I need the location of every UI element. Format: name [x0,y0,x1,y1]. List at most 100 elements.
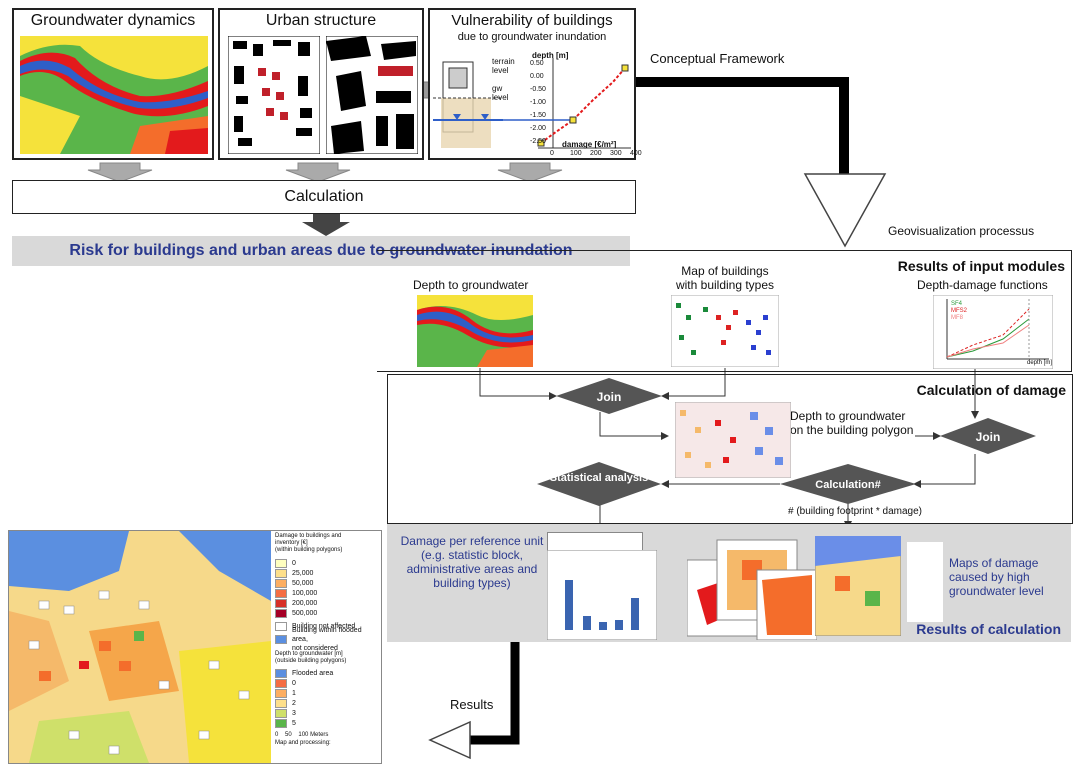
vuln-x-tick: 100 [570,150,582,157]
gw-level-label: gw level [492,84,509,102]
framework-label: Conceptual Framework [650,51,785,66]
flooded-row: Building within flooded area,not conside… [275,627,379,652]
ref-unit-line-3: administrative areas and [406,562,538,576]
polygon-label-1: Depth to groundwater [790,409,906,423]
damage-class-row: 200,000 [275,598,379,608]
urban-panel: Urban structure [218,8,424,160]
depth-class-swatch [275,678,287,688]
damage-class-swatch [275,588,287,598]
damage-legend-title: Damage to buildings and inventory [€] (w… [275,533,379,554]
damage-class-label: 50,000 [292,579,314,587]
damage-legend-title-1: Damage to buildings and [275,533,342,539]
final-map-image [9,531,271,763]
statistical-analysis: Statistical analysis [549,472,649,484]
terrain-level-label: terrain level [492,57,515,75]
fn-legend-1: SF4 [951,301,963,307]
scale-bar: 0 50 100 Meters [275,732,379,738]
depth-class-swatch [275,718,287,728]
damage-class-swatch [275,598,287,608]
final-map-legend-thumb [907,542,943,622]
maps-line-3: groundwater level [949,584,1044,598]
geovis-label: Geovisualization processus [888,224,1035,238]
risk-banner-text: Risk for buildings and urban areas due t… [69,242,573,259]
depth-class-label: 0 [292,679,296,687]
functions-label: Depth-damage functions [917,278,1048,292]
groundwater-title: Groundwater dynamics [30,12,196,29]
depth-class-swatch [275,698,287,708]
vuln-y-tick: -1.50 [530,112,546,119]
damage-class-row: 100,000 [275,588,379,598]
depth-class-label: 3 [292,709,296,717]
final-map-legend: Damage to buildings and inventory [€] (w… [275,533,379,746]
vuln-y-tick: 0.00 [530,73,544,80]
vulnerability-subtitle: due to groundwater inundation [457,31,607,43]
depth-axis-label: depth [m] [532,51,569,60]
gray-down-arrows [87,162,563,183]
scale-100: 100 [298,732,309,738]
depth-legend-title-1: Depth to groundwater [m] [275,651,343,657]
depth-class-row: Flooded area [275,668,379,678]
damage-class-swatch [275,578,287,588]
damage-class-row: 25,000 [275,568,379,578]
flooded-swatch [275,634,287,644]
damage-class-row: 0 [275,558,379,568]
scale-0: 0 [275,732,279,738]
maps-line-2: caused by high [949,570,1030,584]
scale-unit: Meters [310,732,329,738]
damage-calc-title: Calculation of damage [916,382,1066,398]
final-map-thumb [815,536,901,636]
vuln-x-tick: 400 [630,150,642,157]
depth-class-row: 3 [275,708,379,718]
calculation-label: Calculation [284,188,364,205]
ref-unit-line-1: Damage per reference unit [400,534,544,548]
damage-class-row: 50,000 [275,578,379,588]
damage-axis-label: damage [€/m²] [562,140,617,149]
vulnerability-sketch [433,58,631,149]
damage-class-swatch [275,558,287,568]
damage-class-row: 500,000 [275,608,379,618]
vuln-x-tick: 200 [590,150,602,157]
groundwater-panel: Groundwater dynamics [12,8,214,160]
depth-class-swatch [275,708,287,718]
results-label: Results [450,697,494,712]
damage-legend-title-3: (within building polygons) [275,547,343,553]
depth-class-label: Flooded area [292,669,334,677]
framework-line [630,77,849,174]
depth-class-label: 2 [292,699,296,707]
ref-unit-text: Damage per reference unit (e.g. statisti… [397,534,547,590]
dark-down-arrow [302,214,350,236]
flooded-label: Building within flooded area,not conside… [292,626,379,653]
depth-class-row: 0 [275,678,379,688]
buildings-label-2: with building types [675,278,775,292]
input-modules-title: Results of input modules [897,258,1065,274]
fn-legend-3: MF8 [951,315,963,321]
damage-class-label: 0 [292,559,296,567]
not-affected-swatch [275,621,287,631]
stats-bar-thumb [547,550,657,640]
depth-legend-title: Depth to groundwater [m] (outside buildi… [275,651,379,665]
urban-map-left [228,36,320,154]
final-map: Damage to buildings and inventory [€] (w… [8,530,382,764]
buildings-label-1: Map of buildings [681,264,769,278]
flooded-line-2: not considered [291,644,338,652]
depth-legend-title-2: (outside building polygons) [275,658,347,664]
depth-class-label: 1 [292,689,296,697]
ref-unit-line-4: building types) [433,576,511,590]
vuln-y-tick: -2.50 [530,138,546,145]
depth-class-swatch [275,668,287,678]
join-2: Join [975,430,1001,444]
vuln-y-tick: -2.00 [530,125,546,132]
urban-map-right [326,36,418,154]
not-affected-label: Building not affected [292,622,356,630]
damage-calc-box: Calculation of damage Depth to groundwat… [387,374,1073,524]
damage-maps-thumb [687,539,817,640]
join-1: Join [596,390,622,404]
results-line [470,642,520,745]
depth-groundwater-label: Depth to groundwater [413,278,529,292]
depth-class-swatch [275,688,287,698]
depth-input-map [417,295,533,367]
maps-line-1: Maps of damage [949,556,1039,570]
